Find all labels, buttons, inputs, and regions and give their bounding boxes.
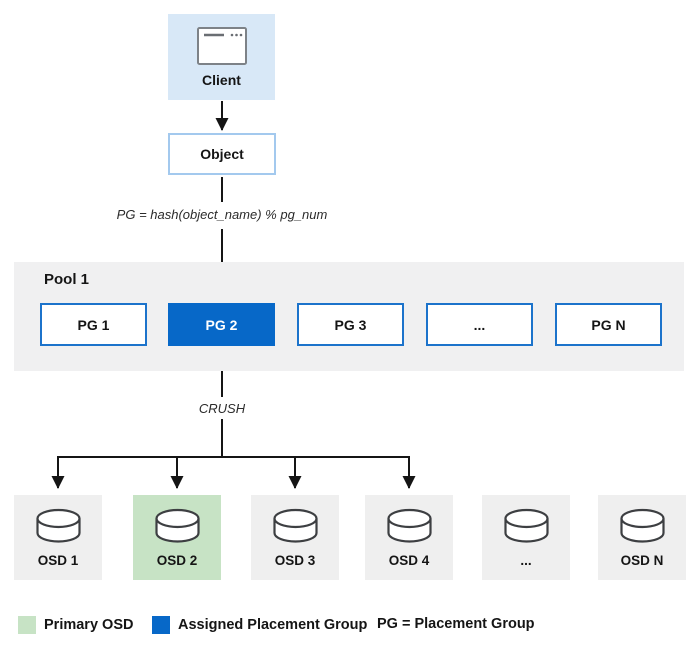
osd-box-3: OSD 3 [251, 495, 339, 580]
pg-box-pg1: PG 1 [40, 303, 147, 346]
legend-assigned-pg-label: Assigned Placement Group [178, 617, 368, 633]
primary-osd-swatch [18, 616, 36, 634]
client-node: Client [168, 14, 275, 100]
assigned-pg-swatch [152, 616, 170, 634]
object-label: Object [200, 146, 244, 162]
pg3-label: PG 3 [334, 316, 367, 333]
pg-ellipsis-label: ... [473, 316, 486, 333]
window-icon [196, 27, 247, 65]
pg1-label: PG 1 [77, 316, 110, 333]
disk-cylinder-icon [35, 508, 81, 543]
disk-cylinder-icon [619, 508, 665, 543]
osd3-label: OSD 3 [274, 553, 316, 568]
osd-ellipsis-label: ... [520, 553, 532, 568]
osd-box-2-primary: OSD 2 [133, 495, 221, 580]
disk-cylinder-icon [272, 508, 318, 543]
osd-box-n: OSD N [598, 495, 686, 580]
pgn-label: PG N [591, 316, 626, 333]
pg2-label: PG 2 [205, 316, 238, 333]
pg-box-pg2-assigned: PG 2 [168, 303, 275, 346]
osd1-label: OSD 1 [37, 553, 79, 568]
pg-box-ellipsis: ... [426, 303, 533, 346]
client-label: Client [202, 72, 241, 88]
osd-box-4: OSD 4 [365, 495, 453, 580]
legend-pg-definition-label: PG = Placement Group [377, 616, 535, 632]
crush-annotation: CRUSH [198, 401, 246, 416]
disk-cylinder-icon [154, 508, 200, 543]
osd-box-ellipsis: ... [482, 495, 570, 580]
pool-label: Pool 1 [44, 271, 90, 288]
legend-assigned-pg: Assigned Placement Group [152, 616, 367, 634]
osd2-label: OSD 2 [156, 553, 198, 568]
legend-pg-definition: PG = Placement Group [377, 616, 535, 632]
osd-box-1: OSD 1 [14, 495, 102, 580]
legend-primary-osd: Primary OSD [18, 616, 133, 634]
osdn-label: OSD N [620, 553, 664, 568]
object-node: Object [168, 133, 276, 175]
disk-cylinder-icon [386, 508, 432, 543]
pg-hash-formula: PG = hash(object_name) % pg_num [116, 207, 328, 222]
legend-primary-osd-label: Primary OSD [44, 617, 134, 633]
disk-cylinder-icon [503, 508, 549, 543]
pg-box-pgn: PG N [555, 303, 662, 346]
osd4-label: OSD 4 [388, 553, 430, 568]
pg-box-pg3: PG 3 [297, 303, 404, 346]
